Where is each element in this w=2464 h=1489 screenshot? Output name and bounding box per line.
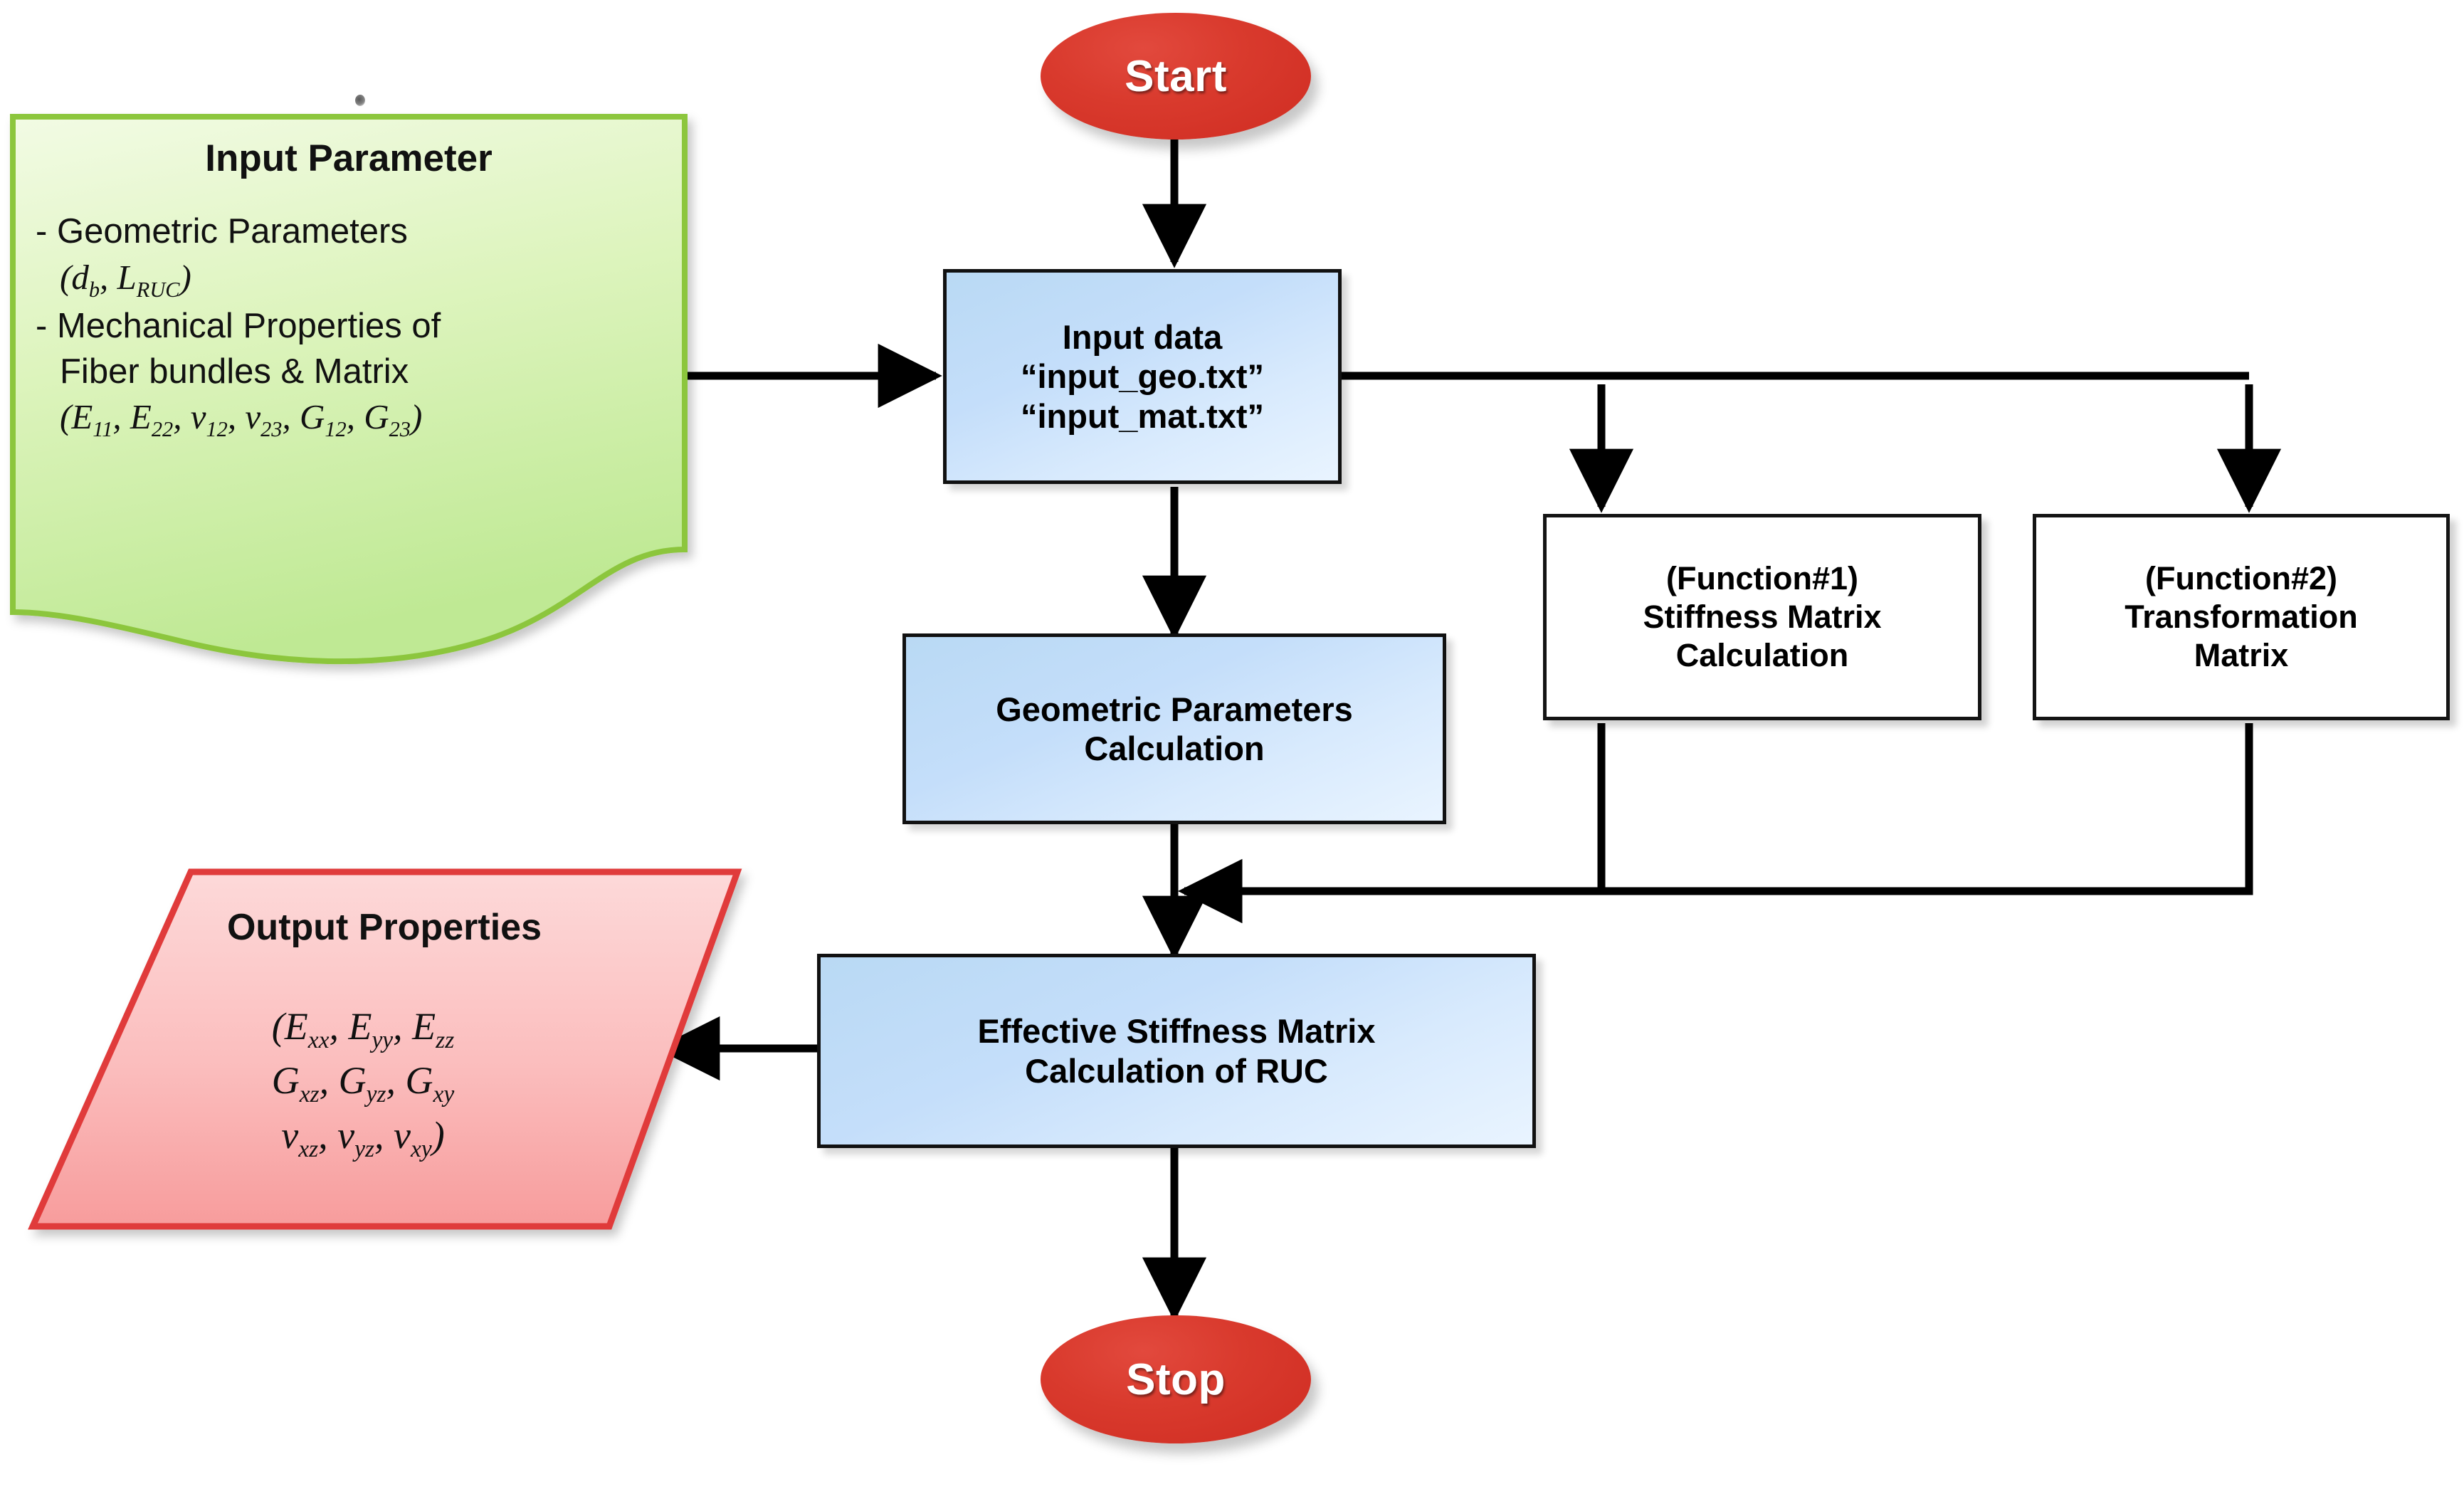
output-properties-math: (Exx, Eyy, Ezz Gxz, Gyz, Gxy vxz, vyz, v… — [78, 1001, 648, 1164]
output-properties-math-line-1: (Exx, Eyy, Ezz — [271, 1005, 455, 1053]
input-parameter-line-4: Fiber bundles & Matrix — [60, 352, 409, 391]
scan-artifact-speck — [355, 95, 365, 106]
function1-line-1: (Function#1) — [1666, 560, 1858, 596]
edge-function2-merge — [1178, 723, 2253, 924]
function2-line-3: Matrix — [2194, 637, 2289, 673]
function1-line-2: Stiffness Matrix — [1643, 599, 1882, 635]
effective-stiffness-matrix-box: Effective Stiffness Matrix Calculation o… — [817, 954, 1536, 1148]
stop-label: Stop — [1126, 1354, 1226, 1404]
input-parameter-document: Input Parameter - Geometric Parameters (… — [10, 114, 688, 665]
input-parameter-line-5: (E11, E22, v12, v23, G12, G23) — [60, 397, 423, 442]
output-properties-parallelogram: Output Properties (Exx, Eyy, Ezz Gxz, Gy… — [14, 865, 754, 1249]
stop-terminator: Stop — [1041, 1315, 1311, 1443]
function2-line-2: Transformation — [2125, 599, 2358, 635]
geometric-parameters-calculation-box: Geometric Parameters Calculation — [902, 633, 1446, 824]
input-parameter-title: Input Parameter — [205, 137, 493, 179]
output-properties-math-line-2: Gxz, Gyz, Gxy — [271, 1059, 455, 1108]
geometric-calc-line-1: Geometric Parameters — [996, 690, 1353, 728]
input-data-line-3: “input_mat.txt” — [1020, 396, 1265, 435]
input-data-box: Input data “input_geo.txt” “input_mat.tx… — [943, 269, 1342, 484]
effective-stiffness-line-1: Effective Stiffness Matrix — [977, 1012, 1376, 1051]
input-data-line-1: Input data — [1062, 317, 1223, 356]
function2-line-1: (Function#2) — [2145, 560, 2337, 596]
start-terminator: Start — [1041, 13, 1311, 140]
input-data-line-2: “input_geo.txt” — [1020, 357, 1265, 396]
input-parameter-body: - Geometric Parameters (db, LRUC) - Mech… — [36, 209, 662, 444]
input-parameter-line-3: - Mechanical Properties of — [36, 306, 441, 345]
effective-stiffness-line-2: Calculation of RUC — [1025, 1051, 1328, 1090]
function1-line-3: Calculation — [1675, 637, 1849, 673]
input-parameter-line-1: - Geometric Parameters — [36, 212, 408, 251]
input-parameter-line-2: (db, LRUC) — [60, 257, 191, 302]
output-properties-math-line-3: vxz, vyz, vxy) — [281, 1113, 445, 1162]
geometric-calc-line-2: Calculation — [1084, 730, 1265, 767]
function2-transformation-matrix-box: (Function#2) Transformation Matrix — [2033, 514, 2450, 720]
output-properties-title: Output Properties — [226, 907, 542, 948]
function1-stiffness-matrix-box: (Function#1) Stiffness Matrix Calculatio… — [1543, 514, 1981, 720]
start-label: Start — [1125, 51, 1227, 101]
